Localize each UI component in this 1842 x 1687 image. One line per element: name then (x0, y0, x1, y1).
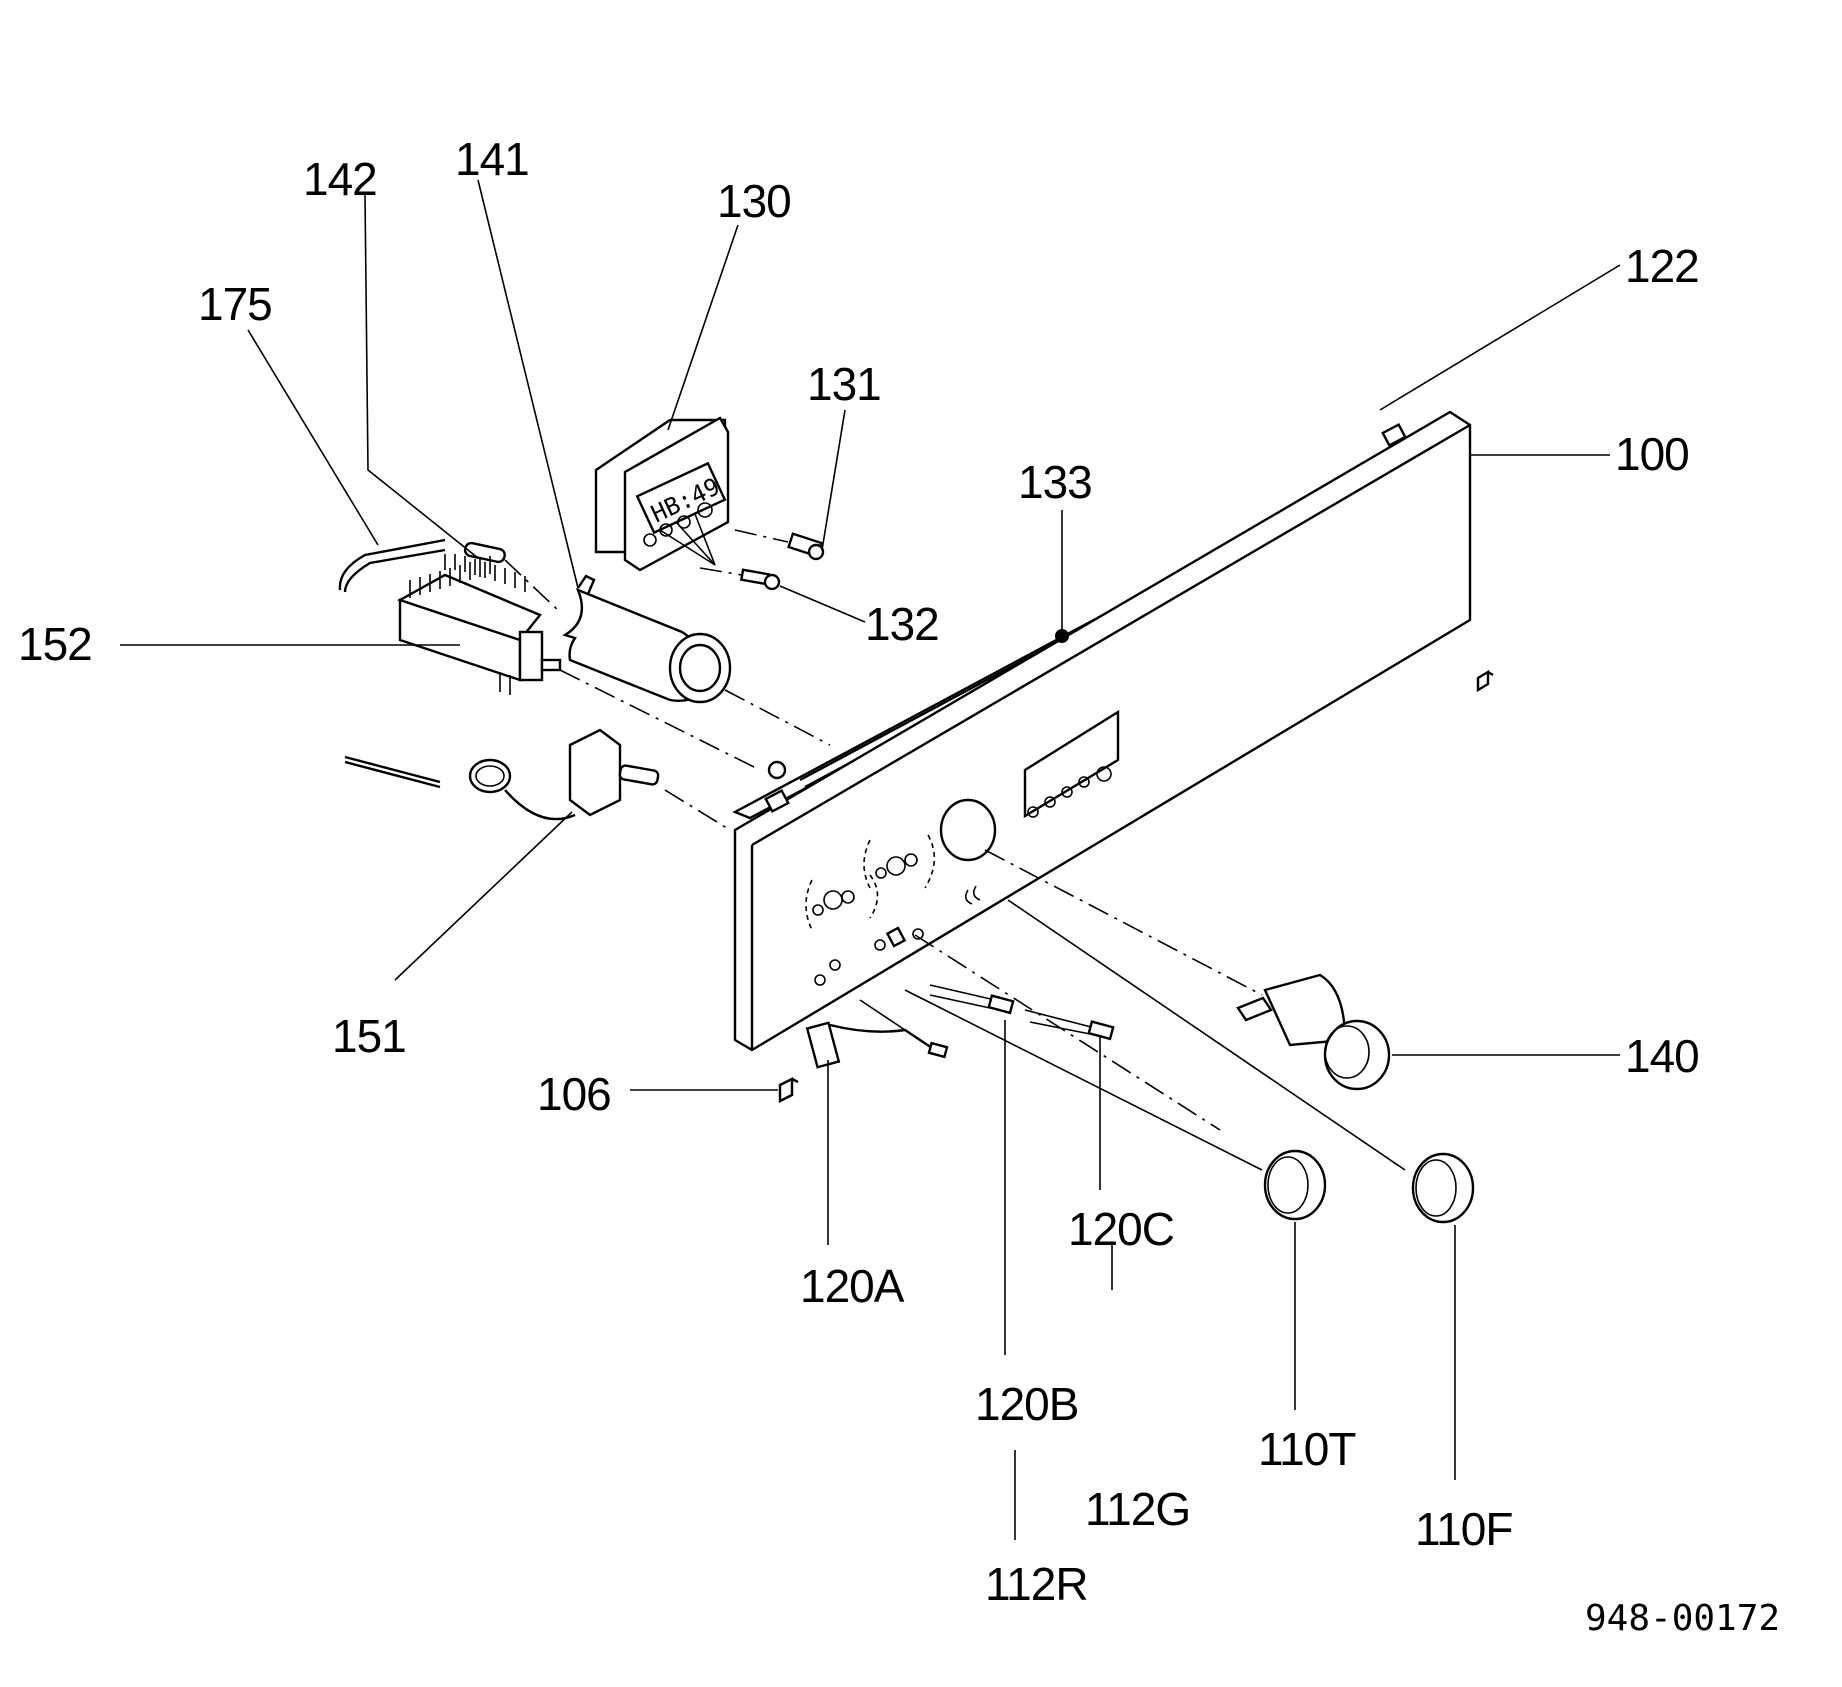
knob-110T (904, 989, 1327, 1221)
label-133: 133 (1018, 456, 1092, 508)
label-141: 141 (455, 133, 529, 185)
timer-130: HB:49 (594, 416, 730, 572)
drawing-code: 948-00172 (1585, 1598, 1780, 1639)
label-152: 152 (18, 618, 92, 670)
thermostat-151 (344, 728, 731, 831)
label-122: 122 (1625, 240, 1699, 292)
label-175: 175 (198, 278, 272, 330)
control-panel-100 (732, 410, 1494, 1052)
label-100: 100 (1615, 428, 1689, 480)
label-110F: 110F (1415, 1503, 1512, 1555)
lamp-holder-141 (562, 574, 831, 746)
leader-lines (120, 179, 1621, 1540)
thermostat-knob-140 (984, 849, 1391, 1091)
knob-110F (914, 899, 1475, 1224)
label-112G: 112G (1085, 1483, 1190, 1535)
label-131: 131 (807, 358, 881, 410)
label-112R: 112R (985, 1558, 1088, 1610)
label-130: 130 (717, 175, 791, 227)
label-106: 106 (537, 1068, 611, 1120)
screw-132 (699, 567, 781, 591)
label-142: 142 (303, 153, 377, 205)
lamp-120A (805, 999, 949, 1069)
clip-106 (778, 1077, 799, 1103)
screw-131 (734, 529, 825, 561)
label-140: 140 (1625, 1030, 1699, 1082)
label-120C: 120C (1068, 1203, 1174, 1255)
label-110T: 110T (1258, 1423, 1356, 1475)
label-132: 132 (865, 598, 939, 650)
label-120A: 120A (800, 1260, 905, 1312)
lamp-120B (929, 984, 1015, 1015)
label-151: 151 (332, 1010, 406, 1062)
label-120B: 120B (975, 1378, 1078, 1430)
wire-175 (338, 538, 446, 593)
selector-switch-152 (397, 554, 761, 771)
